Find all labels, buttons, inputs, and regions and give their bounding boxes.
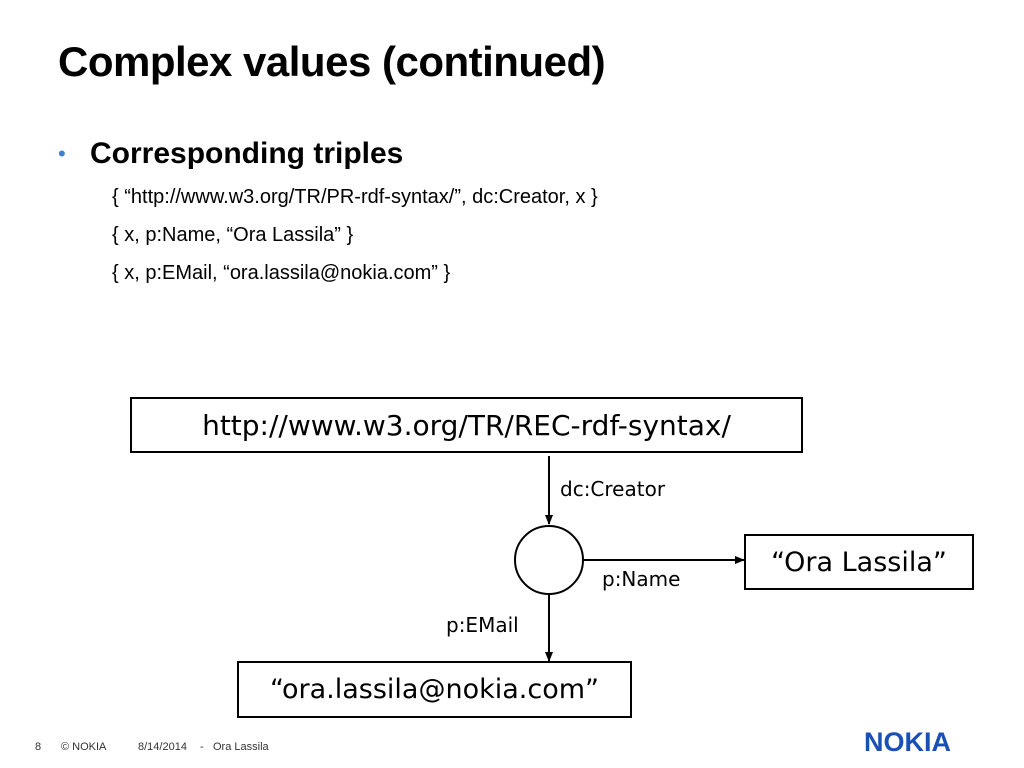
slide-title: Complex values (continued) (58, 38, 606, 85)
bullet-text: Corresponding triples (90, 137, 404, 170)
nokia-logo: NOKIA (864, 727, 951, 757)
email-literal-node: “ora.lassila@nokia.com” (237, 661, 632, 718)
footer-author: Ora Lassila (213, 741, 269, 753)
footer-separator: - (200, 741, 204, 753)
edge-label-creator: dc:Creator (560, 477, 666, 501)
triple-line: { x, p:Name, “Ora Lassila” } (112, 224, 354, 246)
footer-copyright: © NOKIA (61, 741, 107, 753)
blank-node-circle (514, 525, 584, 595)
edge-label-name: p:Name (602, 567, 681, 591)
bullet-item: • Corresponding triples (58, 137, 403, 171)
edge-label-email: p:EMail (446, 613, 519, 637)
footer-date: 8/14/2014 (138, 741, 187, 753)
resource-node: http://www.w3.org/TR/REC-rdf-syntax/ (130, 397, 803, 453)
triple-line: { x, p:EMail, “ora.lassila@nokia.com” } (112, 262, 451, 284)
bullet-icon: • (58, 141, 66, 166)
triple-line: { “http://www.w3.org/TR/PR-rdf-syntax/”,… (112, 186, 598, 208)
page-number: 8 (35, 741, 42, 753)
name-literal-node: “Ora Lassila” (744, 534, 974, 590)
